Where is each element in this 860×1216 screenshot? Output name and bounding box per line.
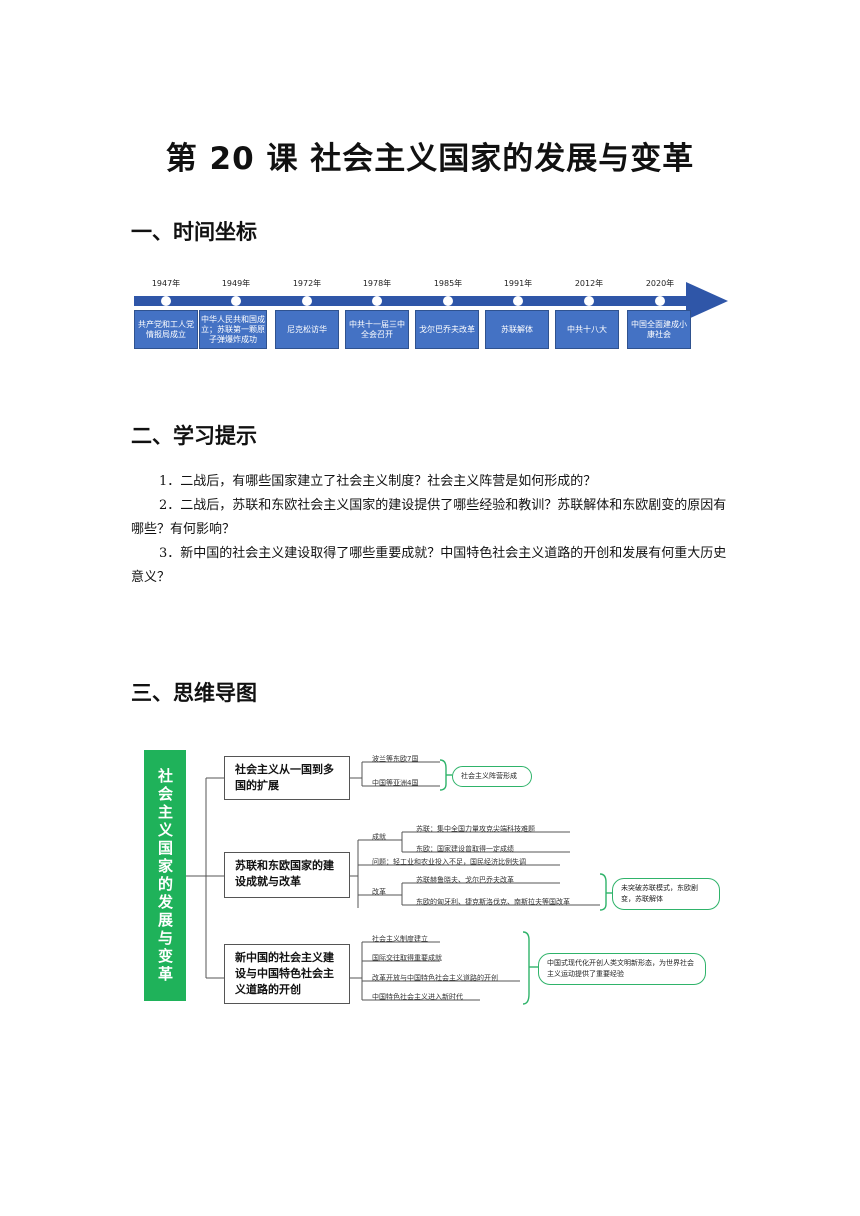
leaf: 国际交往取得重要成就 [372, 954, 442, 962]
tips-heading: 二、学习提示 [131, 424, 257, 448]
timeline-event: 共产党和工人党情报局成立 [134, 310, 198, 349]
timeline-dot [161, 296, 171, 306]
timeline-year: 1949年 [221, 279, 251, 288]
leaf: 中国特色社会主义进入新时代 [372, 993, 463, 1001]
branch-new-china: 新中国的社会主义建设与中国特色社会主义道路的开创 [224, 944, 350, 1004]
timeline-dot [372, 296, 382, 306]
timeline-event: 中华人民共和国成立；苏联第一颗原子弹爆炸成功 [199, 310, 267, 349]
page-title: 第 20 课 社会主义国家的发展与变革 [165, 141, 695, 177]
result-bubble: 中国式现代化开创人类文明新形态，为世界社会主义运动提供了重要经验 [538, 953, 706, 985]
timeline: 1947年 共产党和工人党情报局成立 1949年 中华人民共和国成立；苏联第一颗… [130, 276, 735, 356]
tip-item: 3．新中国的社会主义建设取得了哪些重要成就？中国特色社会主义道路的开创和发展有何… [131, 546, 727, 585]
timeline-dot [443, 296, 453, 306]
timeline-bar [134, 296, 694, 306]
timeline-year: 1947年 [151, 279, 181, 288]
leaf: 问题：轻工业和农业投入不足，国民经济比例失调 [372, 858, 526, 866]
timeline-year: 2020年 [645, 279, 675, 288]
tip-item: 1．二战后，有哪些国家建立了社会主义制度？社会主义阵营是如何形成的？ [159, 474, 597, 489]
timeline-dot [584, 296, 594, 306]
timeline-year: 2012年 [574, 279, 604, 288]
timeline-event: 中共十八大 [555, 310, 619, 349]
timeline-arrow-head [686, 282, 728, 320]
result-bubble: 社会主义阵营形成 [452, 766, 532, 787]
timeline-year: 1991年 [503, 279, 533, 288]
branch-expansion: 社会主义从一国到多国的扩展 [224, 756, 350, 800]
timeline-event: 中共十一届三中全会召开 [345, 310, 409, 349]
leaf: 波兰等东欧7国 [372, 755, 419, 763]
leaf: 东欧的匈牙利、捷克斯洛伐克、南斯拉夫等国改革 [416, 898, 570, 906]
leaf-label: 改革 [372, 888, 386, 896]
timeline-dot [513, 296, 523, 306]
leaf: 中国等亚洲4国 [372, 779, 419, 787]
leaf: 社会主义制度建立 [372, 935, 428, 943]
leaf: 改革开放与中国特色社会主义道路的开创 [372, 974, 498, 982]
result-bubble: 未突破苏联模式，东欧剧变，苏联解体 [612, 878, 720, 910]
timeline-event: 苏联解体 [485, 310, 549, 349]
timeline-event: 中国全面建成小康社会 [627, 310, 691, 349]
leaf: 苏联赫鲁晓夫、戈尔巴乔夫改革 [416, 876, 514, 884]
timeline-year: 1972年 [292, 279, 322, 288]
tip-item: 2．二战后，苏联和东欧社会主义国家的建设提供了哪些经验和教训？苏联解体和东欧剧变… [131, 498, 727, 537]
mind-map: 社会主义国家的发展与变革 社会主义从一国到多国的扩展 波兰等东欧7国 中国等亚洲… [140, 748, 730, 1008]
branch-soviet-eastern-europe: 苏联和东欧国家的建设成就与改革 [224, 852, 350, 898]
timeline-year: 1985年 [433, 279, 463, 288]
timeline-dot [231, 296, 241, 306]
mind-map-root: 社会主义国家的发展与变革 [144, 750, 186, 1001]
timeline-dot [655, 296, 665, 306]
timeline-heading: 一、时间坐标 [131, 220, 257, 244]
leaf: 东欧：国家建设曾取得一定成绩 [416, 845, 514, 853]
timeline-dot [302, 296, 312, 306]
timeline-event: 戈尔巴乔夫改革 [415, 310, 479, 349]
learning-tips: 1．二战后，有哪些国家建立了社会主义制度？社会主义阵营是如何形成的？ 2．二战后… [131, 470, 731, 590]
leaf-label: 成就 [372, 833, 386, 841]
leaf: 苏联：集中全国力量攻克尖端科技难题 [416, 825, 535, 833]
mindmap-heading: 三、思维导图 [131, 681, 257, 705]
mind-map-connectors [186, 759, 612, 1005]
timeline-event: 尼克松访华 [275, 310, 339, 349]
timeline-year: 1978年 [362, 279, 392, 288]
